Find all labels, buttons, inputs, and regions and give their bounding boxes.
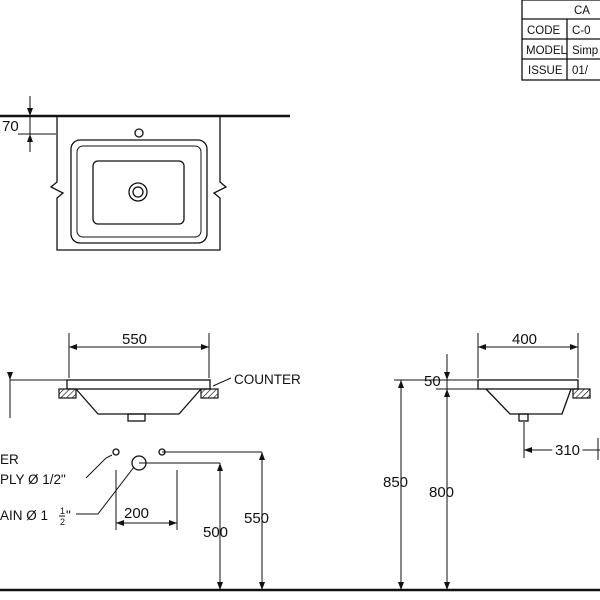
counter-label: COUNTER (234, 372, 301, 387)
dim-850: 850 (383, 474, 408, 491)
counter-left (58, 388, 77, 399)
drain-fraction-den: 2 (60, 517, 65, 527)
dim-200: 200 (124, 505, 149, 522)
basin-inner-bowl (92, 160, 185, 225)
drain-fraction-num: 1 (60, 506, 65, 516)
supply-label-line2: PLY Ø 1/2" (0, 472, 66, 487)
counter-right (200, 388, 219, 399)
issue-key: ISSUE (528, 65, 563, 77)
drain-quote: " (66, 508, 71, 523)
title-block-header: CA (574, 5, 590, 17)
code-value: C-0 (572, 25, 591, 37)
side-dim-width: 400 (512, 331, 537, 348)
front-view: 550 COUNTER ER PLY Ø 1/2" AIN Ø 1 1 2 (0, 331, 301, 590)
dim-50: 50 (424, 373, 441, 390)
front-dim-width: 550 (122, 331, 147, 348)
basin-body-side (485, 388, 572, 415)
dim-70: 70 (2, 118, 19, 135)
drain-label: AIN Ø 1 (0, 508, 48, 523)
issue-value: 01/ (572, 65, 589, 77)
dim-800: 800 (429, 484, 454, 501)
supply-label-line1: ER (0, 452, 19, 467)
dim-500: 500 (203, 524, 228, 541)
model-value: Simp (572, 45, 598, 57)
drain-outer (128, 182, 148, 202)
side-view: 400 50 850 800 310 (383, 331, 600, 590)
code-key: CODE (527, 25, 561, 37)
title-block: CA CODE C-0 MODEL Simp ISSUE 01/ (521, 0, 600, 81)
dim-310: 310 (555, 442, 580, 459)
supply-point (112, 448, 120, 456)
tap-hole (134, 128, 144, 138)
dim-550-height: 550 (244, 510, 269, 527)
top-view: 70 (0, 96, 290, 251)
basin-body-front (75, 388, 202, 415)
side-counter (572, 388, 591, 399)
model-key: MODEL (526, 45, 568, 57)
basin-outer-rim (70, 139, 208, 244)
